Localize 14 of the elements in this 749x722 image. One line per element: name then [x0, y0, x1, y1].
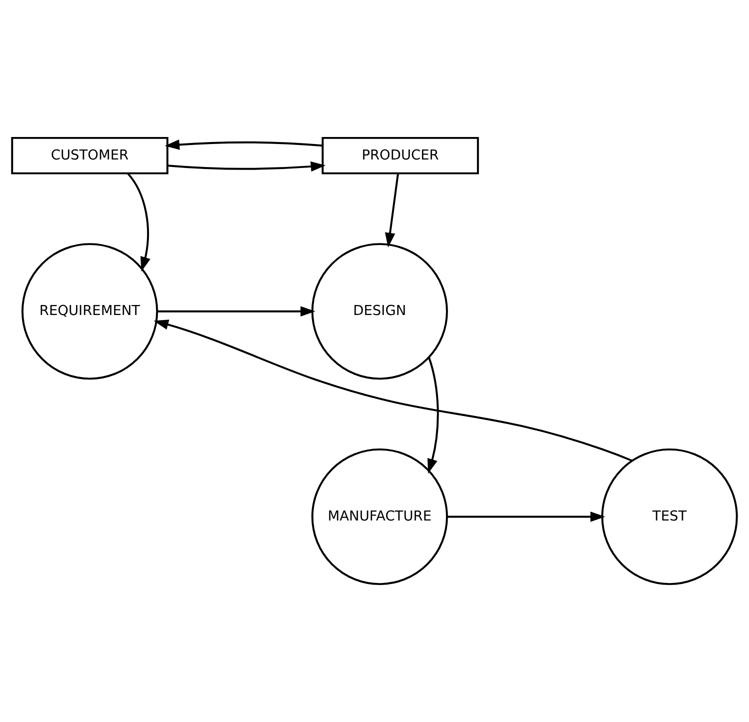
arrow — [154, 320, 633, 462]
node-box: PRODUCER — [322, 136, 479, 174]
arrow — [164, 140, 323, 150]
node-circle: REQUIREMENT — [21, 243, 158, 380]
node-circle: MANUFACTURE — [311, 448, 448, 586]
node-circle: TEST — [601, 448, 738, 586]
arrow — [168, 161, 326, 172]
arrow — [126, 172, 150, 272]
arrow — [447, 512, 606, 522]
node-box: CUSTOMER — [11, 136, 168, 174]
arrow — [427, 357, 439, 474]
arrow — [384, 173, 400, 248]
arrow — [157, 306, 316, 317]
node-circle: DESIGN — [311, 243, 448, 380]
